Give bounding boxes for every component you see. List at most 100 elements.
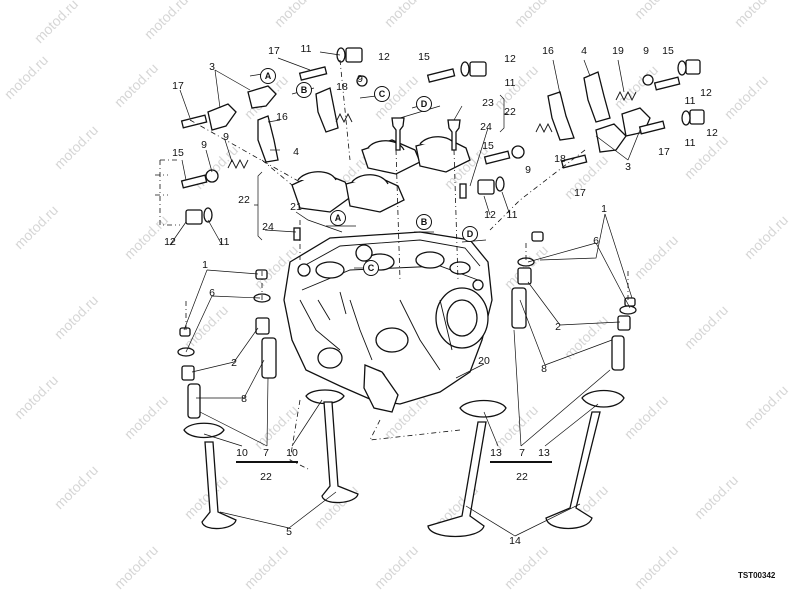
part-callout-12: 12 bbox=[504, 53, 516, 65]
watermark-text: motod.ru bbox=[621, 392, 671, 442]
part-callout-13: 13 bbox=[490, 447, 502, 459]
part-callout-8: 8 bbox=[541, 363, 547, 375]
part-callout-17: 17 bbox=[268, 45, 280, 57]
part-callout-12: 12 bbox=[700, 87, 712, 99]
part-callout-12: 12 bbox=[378, 51, 390, 63]
watermark-text: motod.ru bbox=[51, 462, 101, 512]
part-callout-6: 6 bbox=[209, 287, 215, 299]
watermark-text: motod.ru bbox=[51, 292, 101, 342]
svg-text:C: C bbox=[368, 263, 375, 273]
part-callout-9: 9 bbox=[525, 164, 531, 176]
svg-text:D: D bbox=[467, 229, 474, 239]
part-callout-8: 8 bbox=[241, 393, 247, 405]
part-callout-9: 9 bbox=[223, 131, 229, 143]
rocker-arms bbox=[207, 71, 651, 163]
reference-marker-a: A bbox=[330, 210, 346, 226]
camshaft-caps bbox=[291, 136, 471, 213]
part-callout-13: 13 bbox=[538, 447, 550, 459]
watermark-text: motod.ru bbox=[51, 122, 101, 172]
watermark-text: motod.ru bbox=[11, 202, 61, 252]
part-callout-3: 3 bbox=[209, 61, 215, 73]
assembly-brackets bbox=[236, 94, 552, 463]
reference-marker-a: A bbox=[260, 68, 276, 84]
watermark-text: motod.ru bbox=[561, 312, 611, 362]
valves-right bbox=[427, 231, 637, 538]
part-callout-16: 16 bbox=[276, 111, 288, 123]
part-callout-15: 15 bbox=[418, 51, 430, 63]
watermark-text: motod.ru bbox=[271, 0, 321, 30]
watermark-text: motod.ru bbox=[741, 382, 791, 432]
part-callout-22: 22 bbox=[516, 471, 528, 483]
reference-marker-d: D bbox=[416, 96, 432, 112]
part-callout-22: 22 bbox=[260, 471, 272, 483]
part-callout-17: 17 bbox=[658, 146, 670, 158]
part-callout-9: 9 bbox=[201, 139, 207, 151]
part-callout-23: 23 bbox=[482, 97, 494, 109]
part-callout-12: 12 bbox=[706, 127, 718, 139]
part-callout-11: 11 bbox=[507, 209, 518, 221]
watermark-text: motod.ru bbox=[121, 392, 171, 442]
part-callout-6: 6 bbox=[593, 235, 599, 247]
part-callout-5: 5 bbox=[286, 526, 292, 538]
svg-text:D: D bbox=[421, 99, 428, 109]
part-callout-20: 20 bbox=[478, 355, 490, 367]
reference-marker-b: B bbox=[296, 82, 312, 98]
svg-text:C: C bbox=[379, 89, 386, 99]
part-callout-15: 15 bbox=[662, 45, 674, 57]
part-callout-9: 9 bbox=[643, 45, 649, 57]
leader-lines bbox=[169, 51, 641, 537]
part-callout-17: 17 bbox=[574, 187, 586, 199]
part-callout-11: 11 bbox=[685, 137, 696, 149]
part-callout-1: 1 bbox=[202, 259, 208, 271]
reference-marker-c: C bbox=[363, 260, 379, 276]
reference-marker-c: C bbox=[374, 86, 390, 102]
part-callout-19: 19 bbox=[612, 45, 624, 57]
part-callout-2: 2 bbox=[555, 321, 561, 333]
part-callout-3: 3 bbox=[625, 161, 631, 173]
watermark-text: motod.ru bbox=[731, 0, 781, 30]
watermark-text: motod.ru bbox=[1, 52, 51, 102]
part-callout-1: 1 bbox=[601, 203, 607, 215]
part-callout-17: 17 bbox=[172, 80, 184, 92]
part-callout-16: 16 bbox=[542, 45, 554, 57]
part-callout-24: 24 bbox=[262, 221, 274, 233]
watermark-text: motod.ru bbox=[241, 542, 291, 592]
part-callout-11: 11 bbox=[685, 95, 696, 107]
caps-and-washers bbox=[185, 47, 705, 225]
watermark-text: motod.ru bbox=[251, 402, 301, 452]
watermark-text: motod.ru bbox=[491, 62, 541, 112]
reference-markers: A A B B C C D D bbox=[260, 68, 478, 276]
watermark-text: motod.ru bbox=[111, 60, 161, 110]
part-callout-7: 7 bbox=[519, 447, 525, 459]
watermark-text: motod.ru bbox=[681, 302, 731, 352]
part-callout-18: 18 bbox=[336, 81, 348, 93]
watermark-text: motod.ru bbox=[31, 0, 81, 46]
watermark-text: motod.ru bbox=[691, 472, 741, 522]
part-callout-22: 22 bbox=[238, 194, 250, 206]
reference-marker-d: D bbox=[462, 226, 478, 242]
part-callout-18: 18 bbox=[554, 153, 566, 165]
cylinder-head bbox=[283, 231, 493, 413]
valves-left bbox=[177, 269, 359, 530]
drawing-code: TST00342 bbox=[738, 571, 776, 580]
part-callout-10: 10 bbox=[236, 447, 248, 459]
part-callout-22: 22 bbox=[504, 106, 516, 118]
part-callout-4: 4 bbox=[293, 146, 299, 158]
part-callout-10: 10 bbox=[286, 447, 298, 459]
watermark-text: motod.ru bbox=[501, 542, 551, 592]
svg-text:B: B bbox=[421, 217, 428, 227]
watermark-text: motod.ru bbox=[631, 232, 681, 282]
watermark-text: motod.ru bbox=[631, 542, 681, 592]
part-callout-7: 7 bbox=[263, 447, 269, 459]
center-lines bbox=[155, 59, 629, 471]
part-callout-4: 4 bbox=[581, 45, 587, 57]
part-callout-14: 14 bbox=[509, 535, 521, 547]
part-callout-12: 12 bbox=[484, 209, 496, 221]
watermark-text: motod.ru bbox=[371, 542, 421, 592]
watermark-text: motod.ru bbox=[511, 0, 561, 30]
part-callout-11: 11 bbox=[219, 236, 230, 248]
part-callout-2: 2 bbox=[231, 357, 237, 369]
part-callout-11: 11 bbox=[301, 43, 312, 55]
part-callout-9: 9 bbox=[357, 73, 363, 85]
